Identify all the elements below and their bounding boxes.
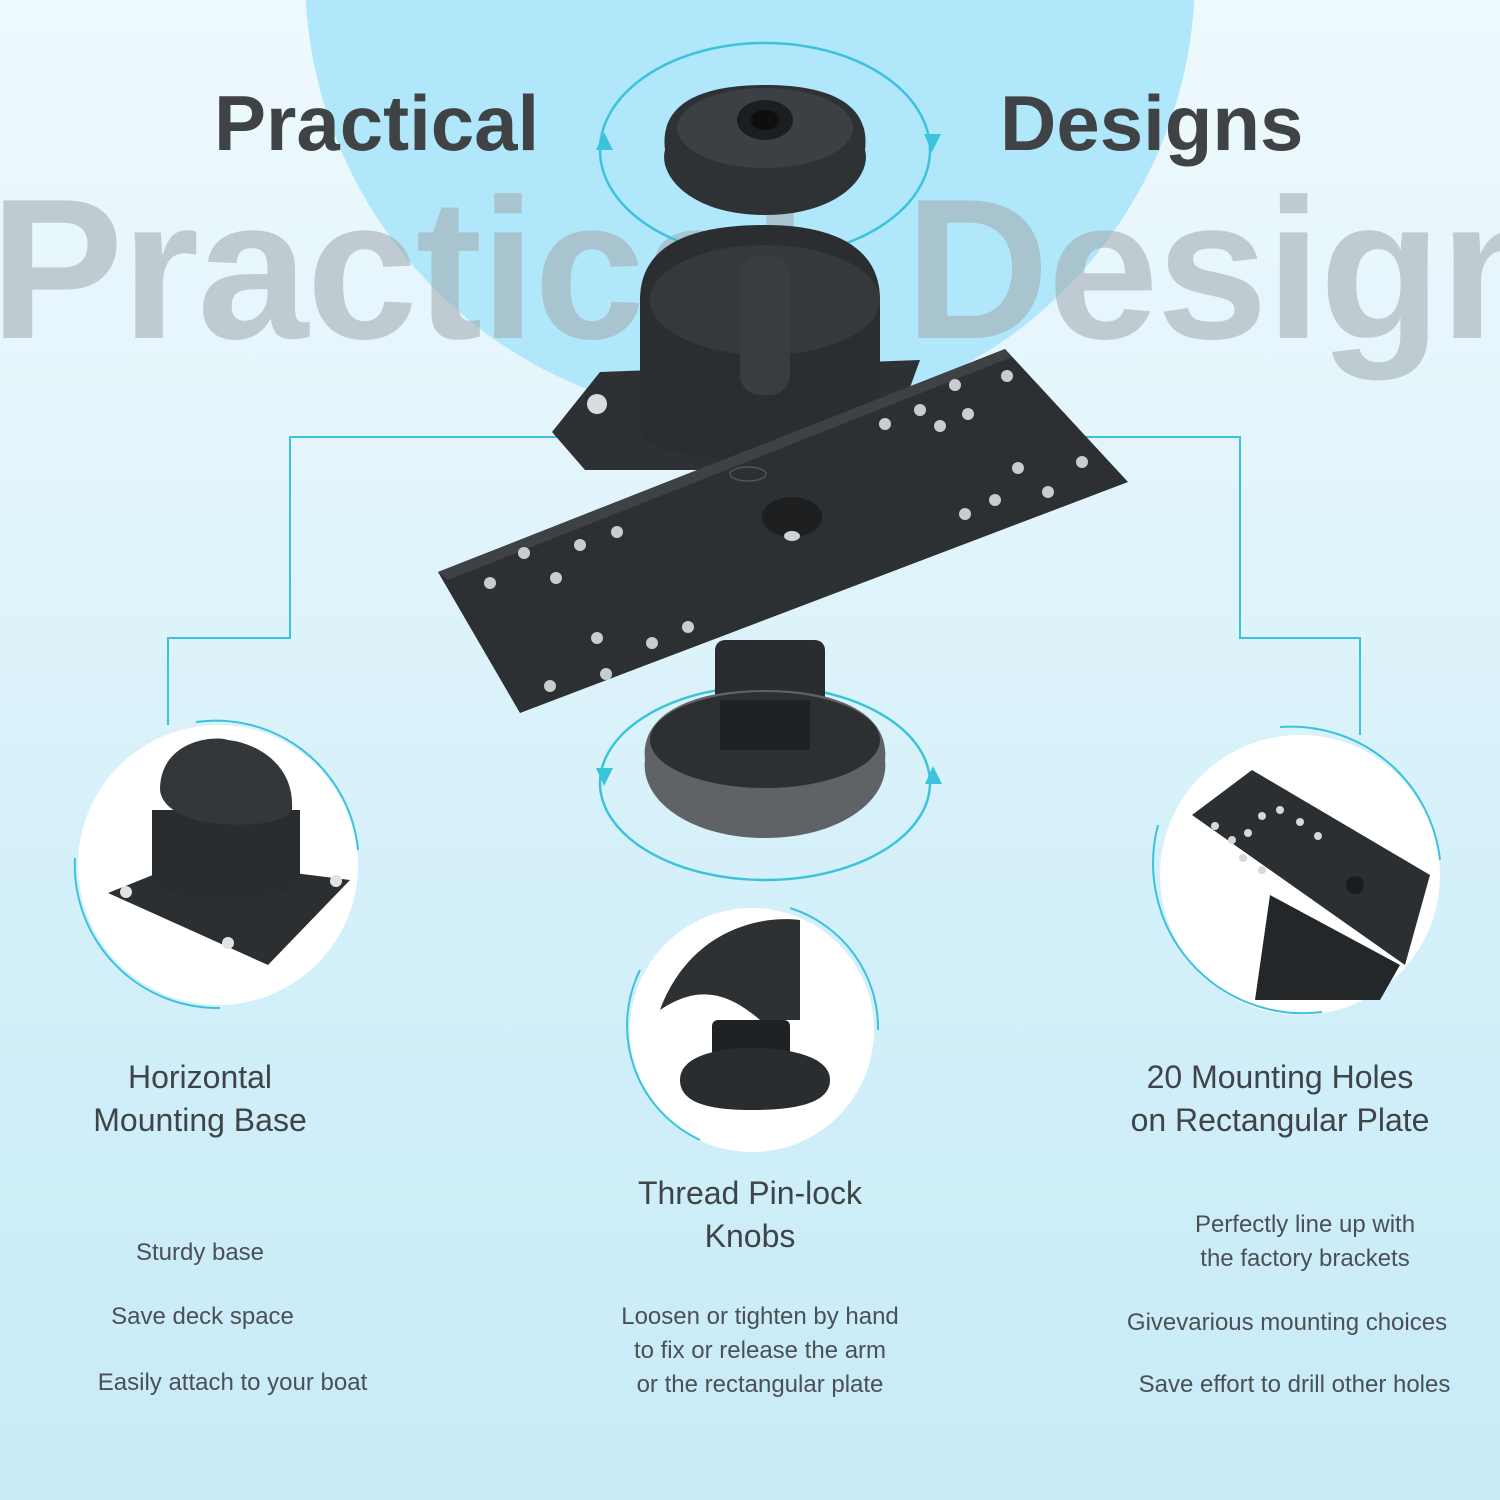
feature-bullet: Loosen or tighten by hand [621, 1303, 899, 1330]
feature-bullet: or the rectangular plate [636, 1371, 884, 1398]
feature-bullet: Perfectly line up with [1194, 1211, 1416, 1238]
feature-title-knobs: Thread Pin-lock Knobs [560, 1172, 940, 1258]
top-knob [664, 85, 866, 215]
connector-line-left [167, 436, 570, 725]
plate-center-hole [762, 497, 822, 537]
feature-title-line: on Rectangular Plate [1130, 1102, 1430, 1138]
detail-knob [626, 907, 880, 1152]
feature-bullet: Sturdy base [135, 1239, 265, 1266]
feature-bullet: Easily attach to your boat [97, 1369, 368, 1396]
bottom-knob [644, 690, 886, 838]
feature-title-line: 20 Mounting Holes [1146, 1059, 1414, 1095]
feature-title-line: Mounting Base [93, 1102, 307, 1138]
plate-logo [729, 466, 767, 482]
arm-connector [740, 255, 790, 395]
feature-bullet: Givevarious mounting choices [1126, 1309, 1448, 1336]
feature-title-line: Knobs [704, 1218, 796, 1254]
plate-holes [484, 370, 1088, 692]
feature-title-line: Thread Pin-lock [637, 1175, 863, 1211]
heading-practical: Practical [214, 79, 540, 167]
mount-assembly [438, 85, 1128, 838]
connector-lines [167, 436, 1361, 735]
feature-title-line: Horizontal [127, 1059, 273, 1095]
connector-line-right [940, 436, 1361, 735]
detail-horizontal-base [73, 719, 359, 1010]
heading-designs: Designs [1000, 79, 1304, 167]
feature-title-mounting-holes: 20 Mounting Holes on Rectangular Plate [1080, 1056, 1480, 1142]
feature-title-horizontal-base: Horizontal Mounting Base [30, 1056, 370, 1142]
feature-bullet: Save deck space [111, 1303, 294, 1330]
detail-rectangular-plate [1152, 725, 1441, 1015]
feature-bullet: Save effort to drill other holes [1138, 1371, 1451, 1398]
base-hole [587, 394, 607, 414]
feature-bullet: the factory brackets [1200, 1245, 1410, 1272]
watermark-text-right: Designs [905, 158, 1500, 381]
feature-bullet: to fix or release the arm [633, 1337, 887, 1364]
